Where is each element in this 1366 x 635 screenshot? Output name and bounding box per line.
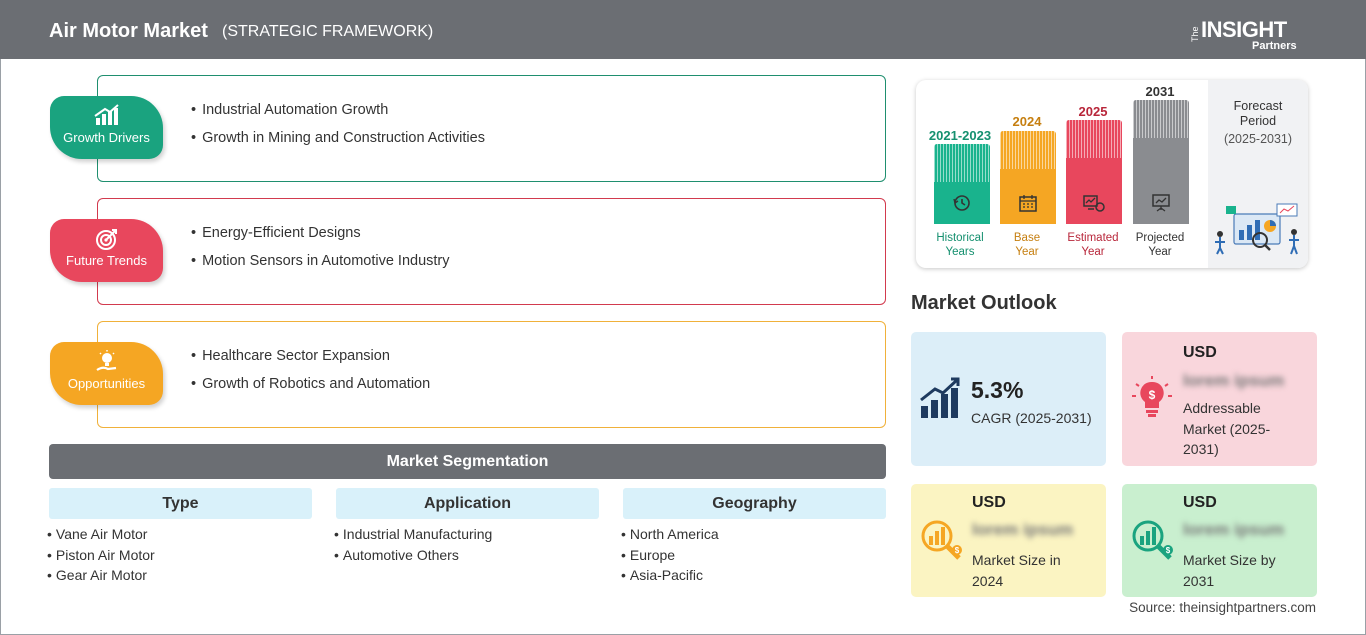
future-trends-box: Energy-Efficient Designs Motion Sensors … xyxy=(97,198,886,305)
timeline-year-base: 2024 xyxy=(1012,114,1042,129)
cagr-card: 5.3% CAGR (2025-2031) xyxy=(911,332,1106,466)
opportunities-box: Healthcare Sector Expansion Growth of Ro… xyxy=(97,321,886,428)
market-outlook-title: Market Outlook xyxy=(911,292,1057,314)
estimate-icon xyxy=(1082,193,1106,218)
svg-text:$: $ xyxy=(1166,546,1171,555)
target-icon xyxy=(50,227,163,253)
addressable-label: Addressable Market (2025-2031) xyxy=(1183,400,1271,457)
opportunities-badge: Opportunities xyxy=(50,342,163,405)
timeline-column-historical xyxy=(934,144,990,224)
segment-type-list: Vane Air Motor Piston Air Motor Gear Air… xyxy=(47,524,155,586)
cagr-value: 5.3% xyxy=(971,377,1024,403)
list-item: Europe xyxy=(621,545,719,566)
size-2024-usd: USD xyxy=(972,494,1006,511)
size-2031-usd: USD xyxy=(1183,494,1217,511)
list-item: Asia-Pacific xyxy=(621,565,719,586)
timeline-year-historical: 2021-2023 xyxy=(928,128,992,143)
addressable-market-card: USD lorem ipsum Addressable Market (2025… xyxy=(1122,332,1317,466)
insight-partners-logo[interactable]: The INSIGHT Partners xyxy=(1190,17,1297,52)
presentation-icon xyxy=(1150,193,1172,218)
page-subtitle: (STRATEGIC FRAMEWORK) xyxy=(222,23,434,40)
segment-geography-heading: Geography xyxy=(623,488,886,519)
list-item: Healthcare Sector Expansion xyxy=(191,342,430,370)
list-item: Vane Air Motor xyxy=(47,524,155,545)
analytics-illustration-icon xyxy=(1212,200,1304,261)
timeline-column-estimated xyxy=(1066,120,1122,224)
segment-application-heading: Application xyxy=(336,488,599,519)
growth-drivers-badge: Growth Drivers xyxy=(50,96,163,159)
size-2024-value: lorem ipsum xyxy=(972,520,1074,539)
list-item: Growth in Mining and Construction Activi… xyxy=(191,124,485,152)
magnifier-growth-icon: $ xyxy=(1128,516,1176,569)
market-size-2031-card: USD lorem ipsum Market Size by 2031 $ xyxy=(1122,484,1317,597)
growth-drivers-box: Industrial Automation Growth Growth in M… xyxy=(97,75,886,182)
list-item: Automotive Others xyxy=(334,545,492,566)
list-item: Industrial Automation Growth xyxy=(191,96,485,124)
list-item: Gear Air Motor xyxy=(47,565,155,586)
timeline-column-projected xyxy=(1133,100,1189,224)
svg-text:$: $ xyxy=(1149,388,1156,402)
magnifier-chart-icon: $ xyxy=(917,516,965,569)
bar-growth-icon xyxy=(919,376,963,425)
size-2031-value: lorem ipsum xyxy=(1183,520,1285,539)
cagr-label: CAGR (2025-2031) xyxy=(971,410,1092,426)
header-bar: Air Motor Market (STRATEGIC FRAMEWORK) T… xyxy=(0,0,1366,59)
segment-geography-list: North America Europe Asia-Pacific xyxy=(621,524,719,586)
list-item: Growth of Robotics and Automation xyxy=(191,370,430,398)
addressable-value: lorem ipsum xyxy=(1183,371,1285,390)
source-credit: Source: theinsightpartners.com xyxy=(1129,600,1316,615)
timeline-year-projected: 2031 xyxy=(1145,84,1175,99)
chart-growth-icon xyxy=(50,104,163,130)
svg-text:$: $ xyxy=(955,546,960,555)
history-icon xyxy=(952,193,972,218)
future-trends-badge: Future Trends xyxy=(50,219,163,282)
list-item: Industrial Manufacturing xyxy=(334,524,492,545)
list-item: Motion Sensors in Automotive Industry xyxy=(191,247,449,275)
timeline-column-base xyxy=(1000,131,1056,224)
list-item: North America xyxy=(621,524,719,545)
lightbulb-hand-icon xyxy=(50,350,163,376)
size-2024-label: Market Size in 2024 xyxy=(972,552,1061,589)
market-segmentation-header: Market Segmentation xyxy=(49,444,886,479)
segment-type-heading: Type xyxy=(49,488,312,519)
calendar-icon xyxy=(1018,193,1038,218)
list-item: Piston Air Motor xyxy=(47,545,155,566)
timeline-year-estimated: 2025 xyxy=(1078,104,1108,119)
page-title: Air Motor Market xyxy=(49,20,208,42)
size-2031-label: Market Size by 2031 xyxy=(1183,552,1276,589)
list-item: Energy-Efficient Designs xyxy=(191,219,450,247)
bulb-dollar-icon: $ xyxy=(1130,376,1174,425)
addressable-usd: USD xyxy=(1183,344,1217,361)
forecast-period-range: (2025-2031) xyxy=(1223,132,1293,146)
segment-application-list: Industrial Manufacturing Automotive Othe… xyxy=(334,524,492,565)
market-size-2024-card: USD lorem ipsum Market Size in 2024 $ xyxy=(911,484,1106,597)
